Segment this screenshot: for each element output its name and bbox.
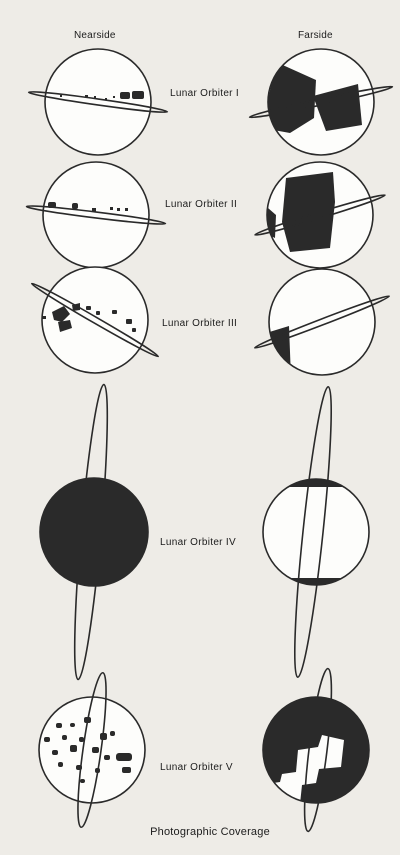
orbit-path [73,383,109,681]
farside-moon-orbiter-5 [262,667,370,833]
orbit-path [253,295,391,349]
farside-coverage-orbiter-1 [268,62,362,133]
nearside-moon-orbiter-4 [39,383,149,681]
nearside-moon-orbiter-2 [25,161,167,269]
farside-coverage-orbiter-4 [263,479,369,585]
orbit-path [303,667,333,833]
orbit-path [248,85,394,119]
orbiter-5-label: Lunar Orbiter V [160,762,233,773]
nearside-moon-orbiter-5 [38,671,146,829]
orbiter-3-label: Lunar Orbiter III [162,318,238,329]
nearside-coverage-orbiter-2 [48,202,128,212]
farside-coverage-orbiter-5 [263,697,369,803]
nearside-column-heading: Nearside [74,30,116,41]
orbit-path [27,91,169,113]
orbiter-1-label: Lunar Orbiter I [170,88,239,99]
orbit-path [254,194,386,236]
farside-moon-orbiter-2 [254,161,386,269]
farside-moon-orbiter-1 [248,48,394,156]
farside-moon-orbiter-4 [262,385,370,679]
nearside-coverage-orbiter-1 [60,91,144,100]
orbit-path [77,671,107,829]
orbit-path [30,282,160,358]
nearside-coverage-orbiter-5 [44,717,132,783]
farside-coverage-orbiter-2 [267,172,335,252]
nearside-moon-orbiter-1 [27,48,169,156]
nearside-coverage-orbiter-4 [39,477,149,587]
orbit-path [293,385,333,679]
farside-column-heading: Farside [298,30,333,41]
orbiter-2-label: Lunar Orbiter II [165,199,238,210]
farside-moon-orbiter-3 [253,268,391,376]
nearside-moon-orbiter-3 [30,266,160,374]
nearside-coverage-orbiter-3 [42,303,136,332]
orbit-path [25,205,167,225]
figure-caption: Photographic Coverage [150,826,270,838]
orbiter-4-label: Lunar Orbiter IV [160,537,236,548]
